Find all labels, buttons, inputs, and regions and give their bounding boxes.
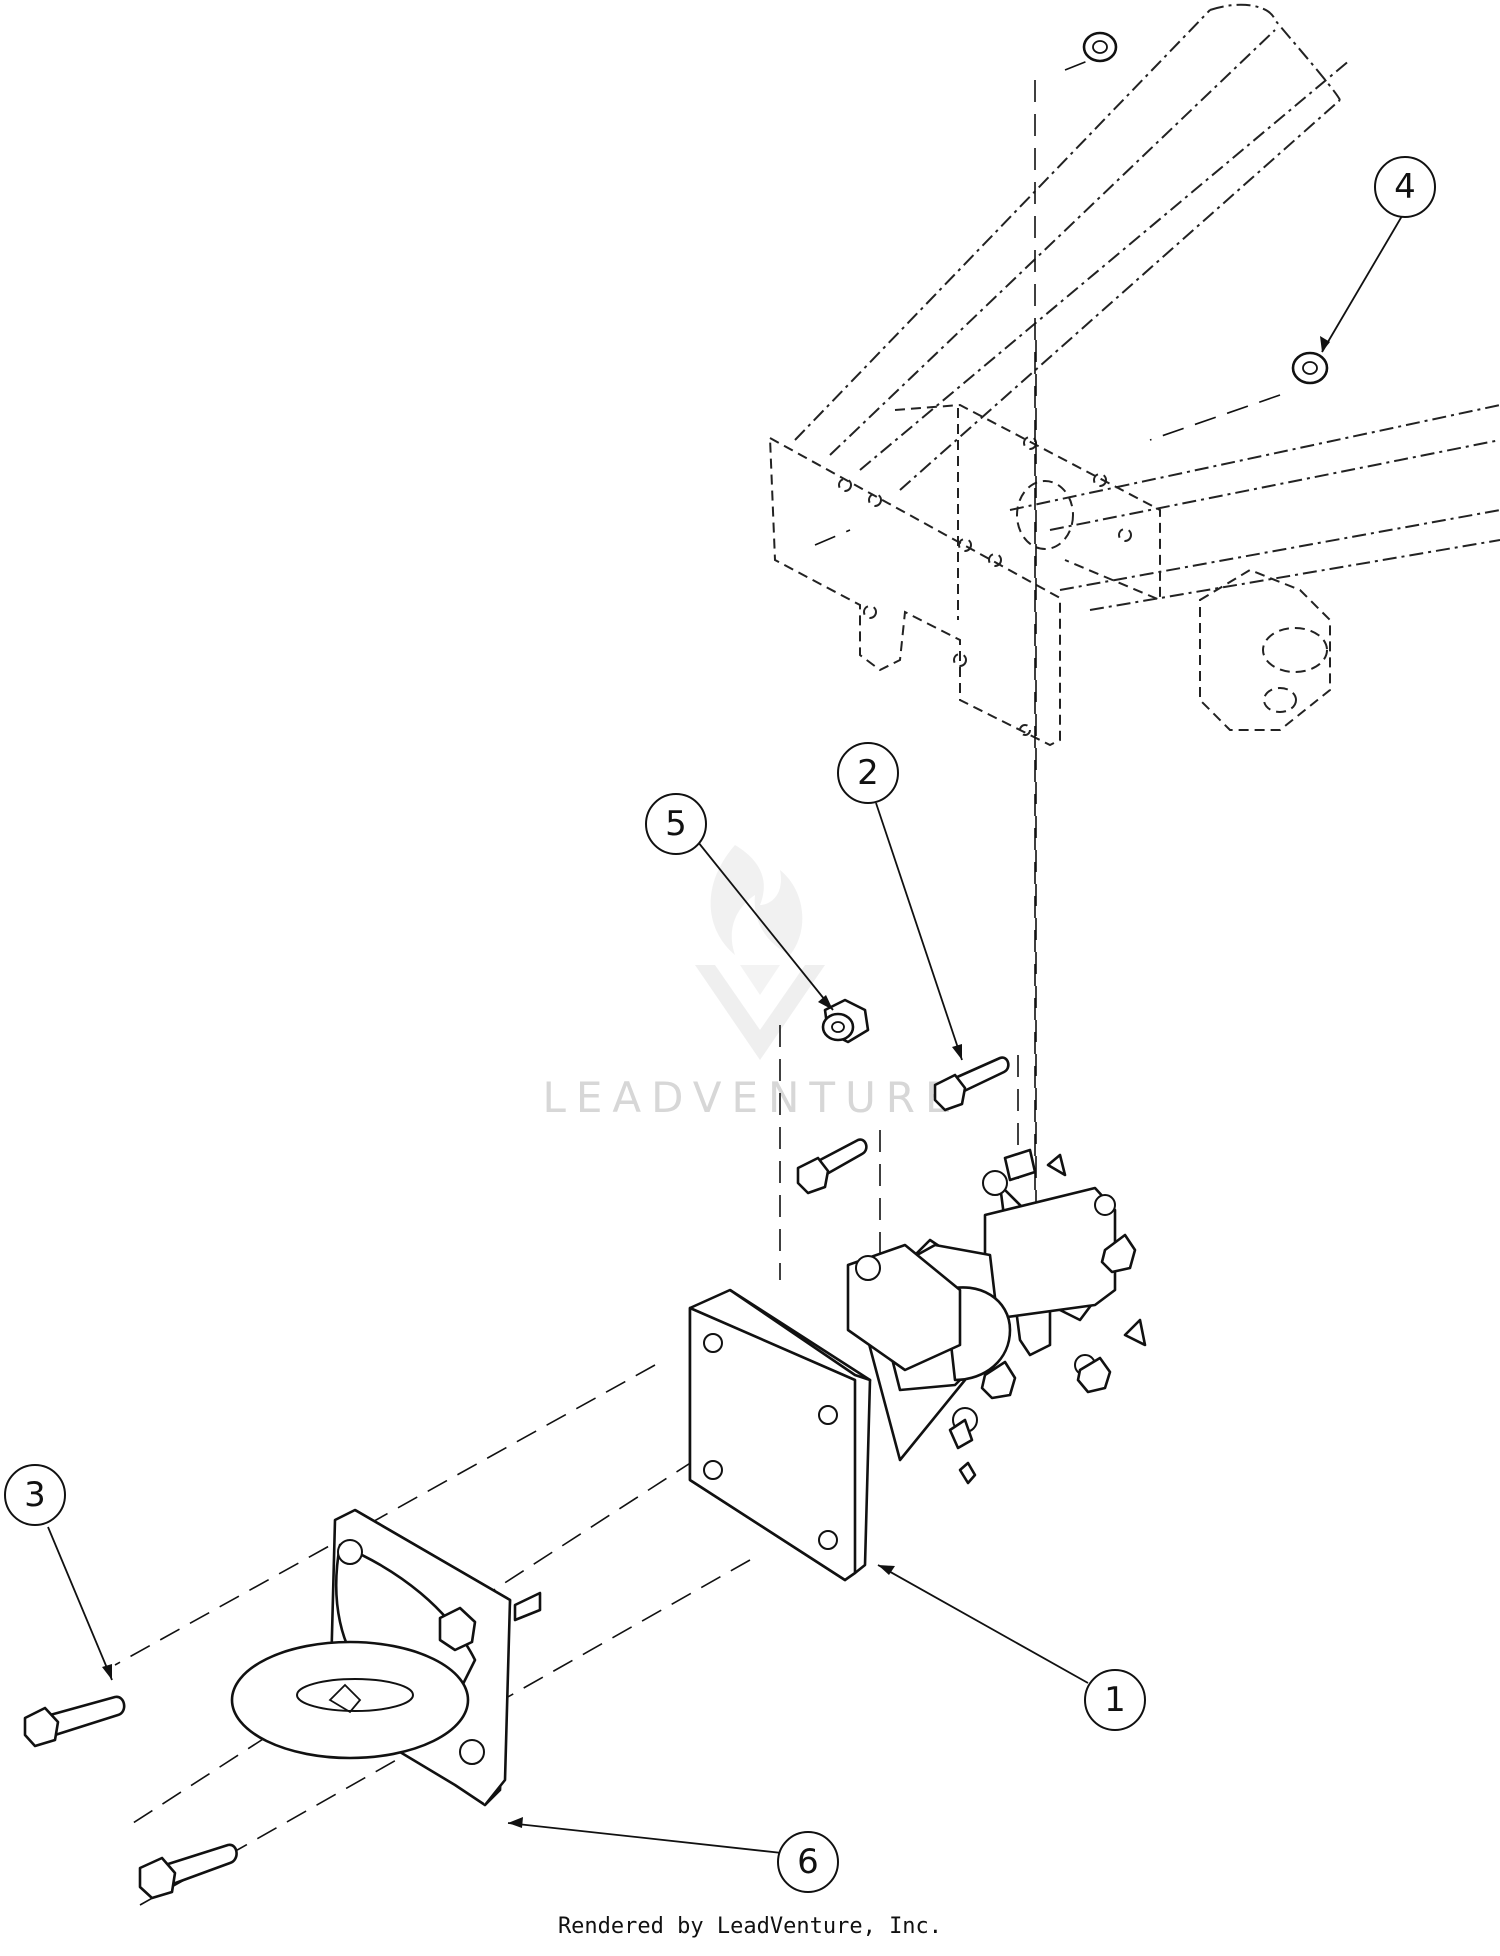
callout-1: 1: [1084, 1669, 1146, 1731]
callout-2-label: 2: [857, 753, 879, 793]
tractor-frame-phantom: [768, 3, 1500, 747]
hex-bolt-2-upper: [933, 1056, 1010, 1112]
watermark-text: LEADVENTURE: [542, 1073, 961, 1122]
callout-3-label: 3: [24, 1475, 46, 1515]
hex-bolt-3-lower: [138, 1843, 238, 1900]
flange-nut-5: [821, 998, 870, 1044]
watermark-logo: [695, 845, 825, 1060]
tow-ring-6: [230, 1508, 542, 1807]
callout-1-label: 1: [1104, 1680, 1126, 1720]
hex-bolt-2-lower: [796, 1138, 868, 1195]
footer-credit: Rendered by LeadVenture, Inc.: [557, 1914, 943, 1939]
callout-5-label: 5: [665, 804, 687, 844]
leader-lines: [47, 215, 1403, 1854]
hex-bolt-3-upper: [23, 1695, 126, 1748]
callout-4-label: 4: [1394, 167, 1416, 207]
alignment-guides: [114, 57, 1281, 1906]
callout-3: 3: [4, 1464, 66, 1526]
callout-6: 6: [777, 1831, 839, 1893]
callout-6-label: 6: [797, 1842, 819, 1882]
flange-nut-4: [1291, 351, 1329, 385]
drawbar-assembly-1: [688, 1148, 1147, 1582]
callout-5: 5: [645, 793, 707, 855]
callout-2: 2: [837, 742, 899, 804]
flange-nut-top: [1082, 31, 1118, 63]
callout-4: 4: [1374, 156, 1436, 218]
